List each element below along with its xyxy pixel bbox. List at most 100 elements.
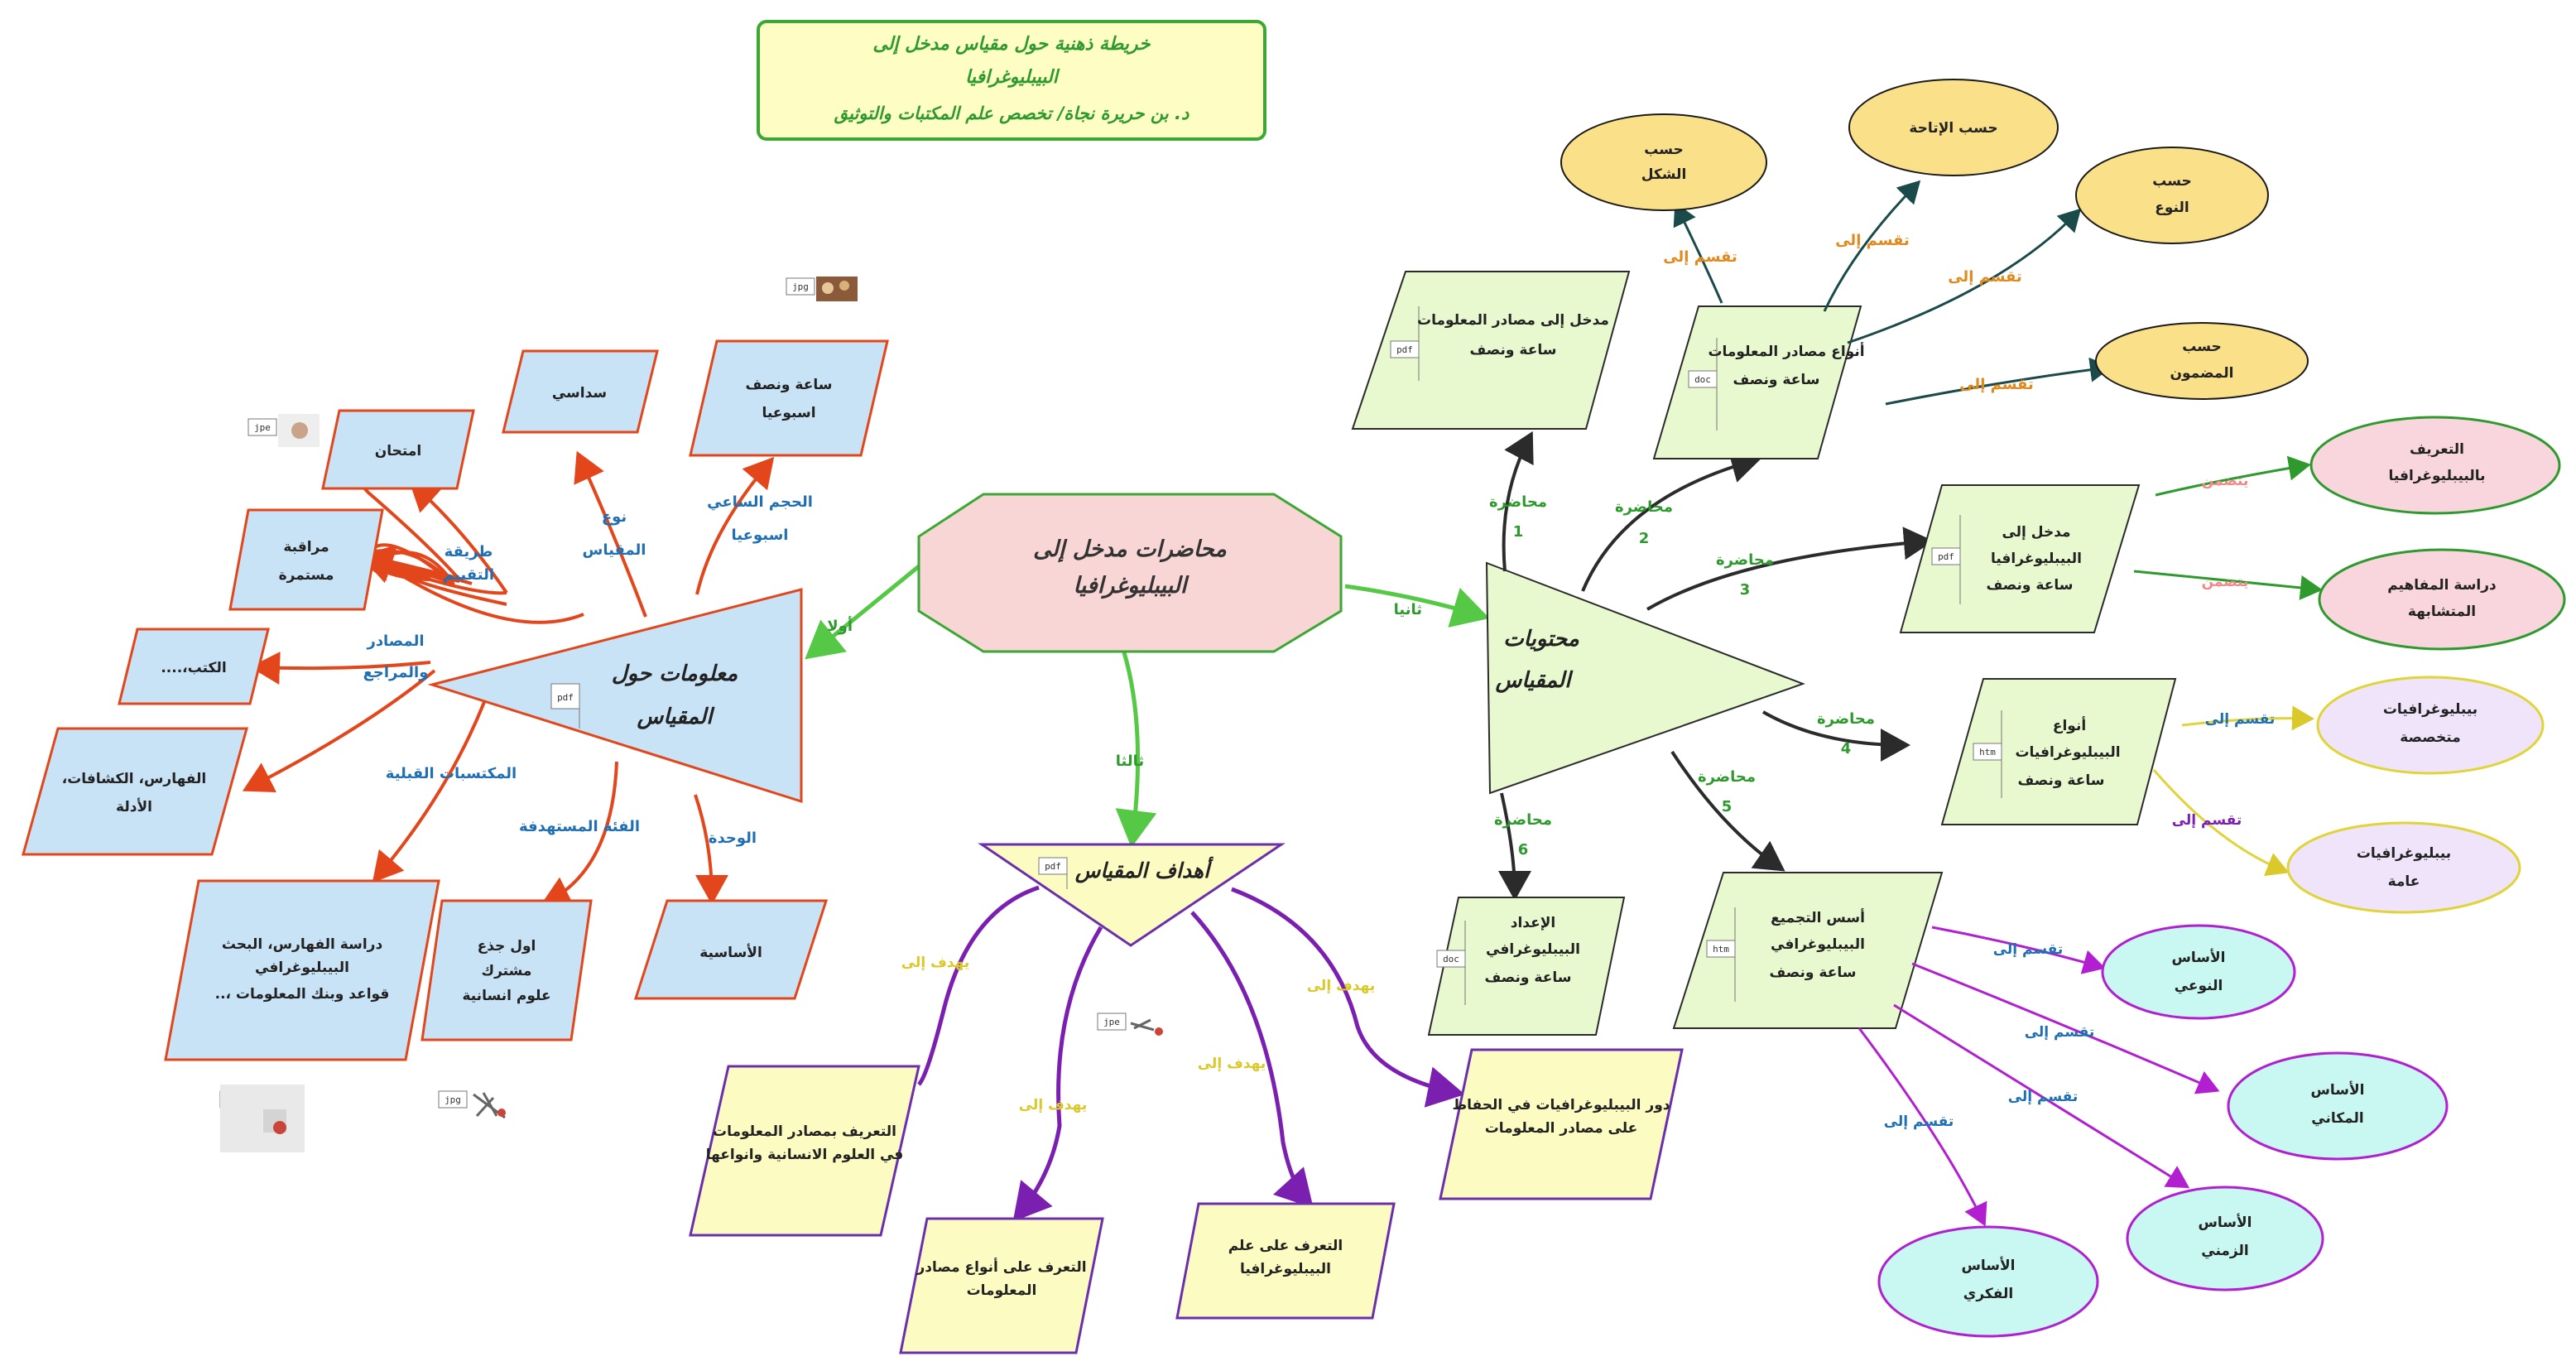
goals-labels: يهدف إلى يهدف إلى يهدف إلى يهدف إلى xyxy=(901,955,1376,1113)
svg-text:تقسم إلى: تقسم إلى xyxy=(2008,1089,2079,1105)
svg-text:دراسة الفهارس، البحث: دراسة الفهارس، البحث xyxy=(222,936,383,953)
box-prereq[interactable]: دراسة الفهارس، البحث البيبليوغرافي قواعد… xyxy=(164,879,440,1061)
lecture-box-6[interactable]: doc الإعداد البيبليوغرافي ساعة ونصف xyxy=(1427,897,1626,1036)
lecture-box-5[interactable]: htm أسس التجميع البيبليوغرافي ساعة ونصف xyxy=(1672,872,1944,1029)
contents-node[interactable]: محتويات المقياس xyxy=(1485,561,1805,795)
goals-file-tag[interactable]: pdf xyxy=(1045,861,1061,872)
svg-text:اول جذع: اول جذع xyxy=(478,938,536,955)
svg-text:المعلومات: المعلومات xyxy=(967,1282,1037,1299)
svg-text:البيبليوغرافي: البيبليوغرافي xyxy=(255,960,349,976)
info-file-tag[interactable]: pdf xyxy=(557,692,574,703)
type-node-availability[interactable]: حسب الإتاحة xyxy=(1848,79,2059,176)
lecture-box-2[interactable]: doc أنواع مصادر المعلومات ساعة ونصف xyxy=(1652,305,1865,459)
goal-box-2[interactable]: التعرف على أنواع مصادر المعلومات xyxy=(899,1217,1104,1354)
svg-text:ساعة ونصف: ساعة ونصف xyxy=(1470,342,1557,358)
box-books[interactable]: الكتب،.... xyxy=(118,628,270,705)
svg-text:1: 1 xyxy=(1513,523,1524,541)
svg-text:حسب: حسب xyxy=(2182,339,2222,355)
svg-text:يهدف إلى: يهدف إلى xyxy=(901,955,970,971)
branch-label-second: ثانيا xyxy=(1394,601,1422,618)
base-node-temporal[interactable]: الأساس الزمني xyxy=(2126,1186,2324,1291)
center-node[interactable]: محاضرات مدخل إلى البيبليوغرافيا xyxy=(917,493,1343,653)
base-node-intellectual[interactable]: الأساس الفكري xyxy=(1877,1225,2099,1338)
link-center-goals xyxy=(1115,652,1157,848)
main-links xyxy=(805,561,1490,848)
svg-text:يهدف إلى: يهدف إلى xyxy=(1019,1097,1088,1113)
thumb-2[interactable]: jpe xyxy=(248,414,320,447)
svg-text:الأساس: الأساس xyxy=(1961,1257,2015,1274)
goal-box-1[interactable]: التعريف بمصادر المعلومات في العلوم الانس… xyxy=(689,1065,920,1237)
lecture-box-4[interactable]: htm أنواع البيبليوغرافيات ساعة ونصف xyxy=(1940,678,2177,825)
thumb-3[interactable]: jpe xyxy=(219,1085,305,1152)
types-nodes: حسب الشكل حسب الإتاحة حسب النوع حسب المض… xyxy=(1560,79,2309,400)
goals-node[interactable]: pdf أهداف المقياس xyxy=(978,843,1286,947)
svg-text:الأساس: الأساس xyxy=(2171,949,2225,966)
svg-text:أنواع مصادر المعلومات: أنواع مصادر المعلومات xyxy=(1708,342,1864,360)
thumb-1[interactable]: jpg xyxy=(786,277,858,301)
goal-box-3[interactable]: التعرف على علم البيبليوغرافيا xyxy=(1175,1202,1396,1320)
svg-text:الإعداد: الإعداد xyxy=(1511,915,1555,931)
svg-text:اسبوعيا: اسبوعيا xyxy=(762,405,815,421)
svg-text:ساعة ونصف: ساعة ونصف xyxy=(1770,964,1857,981)
svg-text:المكاني: المكاني xyxy=(2311,1110,2363,1127)
svg-text:الفكري: الفكري xyxy=(1963,1286,2014,1302)
box-continuous[interactable]: مراقبة مستمرة xyxy=(228,508,384,611)
info-node[interactable]: pdf معلومات حول المقياس xyxy=(427,588,803,804)
box-audience[interactable]: اول جذع مشترك علوم انسانية xyxy=(421,899,593,1041)
goal-box-4[interactable]: دور البيبليوغرافيات في الحفاظ على مصادر … xyxy=(1439,1048,1684,1200)
base-node-qualitative[interactable]: الأساس النوعي xyxy=(2101,924,2296,1020)
svg-text:4: 4 xyxy=(1841,740,1852,758)
svg-text:متخصصة: متخصصة xyxy=(2400,729,2461,746)
thumb-4[interactable]: jpg xyxy=(438,1090,506,1119)
type-node-shape[interactable]: حسب الشكل xyxy=(1560,113,1767,211)
biblio-node-special[interactable]: بيبليوغرافيات متخصصة xyxy=(2316,676,2545,775)
link-center-info xyxy=(805,561,925,660)
intro-node-similar[interactable]: دراسة المفاهيم المتشابهة xyxy=(2318,548,2566,651)
box-indexes[interactable]: الفهارس، الكشافات، الأدلة xyxy=(22,727,248,856)
intro-node-def[interactable]: التعريف بالبيبليوغرافيا xyxy=(2309,416,2561,515)
svg-text:محاضرة: محاضرة xyxy=(1494,811,1552,829)
svg-text:تقسم إلى: تقسم إلى xyxy=(1993,941,2064,958)
info-labels: طريقة التقييم نوع المقياس الحجم الساعي ا… xyxy=(363,493,813,847)
svg-text:تقسم إلى: تقسم إلى xyxy=(1884,1113,1954,1130)
type-node-kind[interactable]: حسب النوع xyxy=(2075,147,2269,244)
svg-text:بيبليوغرافيات: بيبليوغرافيات xyxy=(2383,701,2477,718)
biblio-node-general[interactable]: بيبليوغرافيات عامة xyxy=(2286,821,2521,914)
svg-text:محتويات: محتويات xyxy=(1503,627,1579,652)
lecture-box-1[interactable]: pdf مدخل إلى مصادر المعلومات ساعة ونصف xyxy=(1351,271,1631,430)
box-semester[interactable]: سداسي xyxy=(502,349,659,434)
types-links xyxy=(1673,180,2112,406)
type-node-content[interactable]: حسب المضمون xyxy=(2095,322,2309,400)
title-line-3: د. بن حريرة نجاة/ تخصص علم المكتبات والت… xyxy=(834,103,1189,124)
branch-label-first: أولا xyxy=(827,616,853,635)
svg-text:يتضمن: يتضمن xyxy=(2202,574,2249,590)
svg-text:تقسم إلى: تقسم إلى xyxy=(2025,1024,2095,1041)
svg-text:تقسم إلى: تقسم إلى xyxy=(1663,248,1737,266)
svg-text:اسبوعيا: اسبوعيا xyxy=(732,527,789,544)
svg-text:تقسم إلى: تقسم إلى xyxy=(2172,812,2242,829)
title-box: خريطة ذهنية حول مقياس مدخل إلى البيبليوغ… xyxy=(757,20,1266,141)
svg-text:مدخل إلى مصادر المعلومات: مدخل إلى مصادر المعلومات xyxy=(1417,312,1609,329)
center-line-1: محاضرات مدخل إلى xyxy=(1033,536,1227,563)
svg-text:محاضرة: محاضرة xyxy=(1615,498,1673,516)
svg-text:6: 6 xyxy=(1518,841,1529,859)
svg-text:jpe: jpe xyxy=(254,422,271,433)
goals-thumb[interactable]: jpe xyxy=(1097,1012,1163,1036)
base-node-spatial[interactable]: الأساس المكاني xyxy=(2227,1051,2449,1161)
svg-text:الشكل: الشكل xyxy=(1641,166,1687,183)
box-exam[interactable]: امتحان xyxy=(321,409,475,490)
branch-label-third: ثالثا xyxy=(1116,753,1144,770)
svg-text:على مصادر المعلومات: على مصادر المعلومات xyxy=(1485,1120,1638,1137)
svg-text:حسب: حسب xyxy=(1644,142,1684,158)
box-hours[interactable]: ساعة ونصف اسبوعيا xyxy=(689,339,889,457)
svg-text:المقياس: المقياس xyxy=(583,541,646,559)
biblio-nodes: بيبليوغرافيات متخصصة بيبليوغرافيات عامة xyxy=(2286,676,2545,914)
svg-text:البيبليوغرافيات: البيبليوغرافيات xyxy=(2015,744,2120,761)
svg-text:البيبليوغرافيا: البيبليوغرافيا xyxy=(1991,551,2082,567)
lecture-box-3[interactable]: pdf مدخل إلى البيبليوغرافيا ساعة ونصف xyxy=(1899,484,2141,633)
svg-text:النوع: النوع xyxy=(2155,200,2189,216)
svg-text:التعريف: التعريف xyxy=(2410,441,2464,458)
svg-text:ساعة ونصف: ساعة ونصف xyxy=(1733,372,1820,388)
box-unit[interactable]: الأساسية xyxy=(633,899,829,1000)
svg-text:البيبليوغرافي: البيبليوغرافي xyxy=(1771,936,1865,953)
